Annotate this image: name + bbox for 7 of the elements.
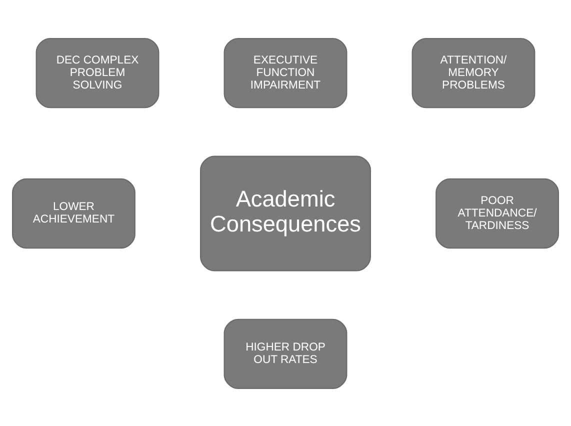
- node-box: HIGHER DROP OUT RATES: [224, 318, 348, 389]
- node-box: EXECUTIVE FUNCTION IMPAIRMENT: [224, 37, 348, 108]
- node-box: POOR ATTENDANCE/ TARDINESS: [436, 178, 559, 248]
- node-box: Academic Consequences: [200, 155, 371, 271]
- node-box: ATTENTION/ MEMORY PROBLEMS: [412, 37, 536, 108]
- node-box: DEC COMPLEX PROBLEM SOLVING: [36, 37, 160, 108]
- node-box: LOWER ACHIEVEMENT: [12, 178, 136, 248]
